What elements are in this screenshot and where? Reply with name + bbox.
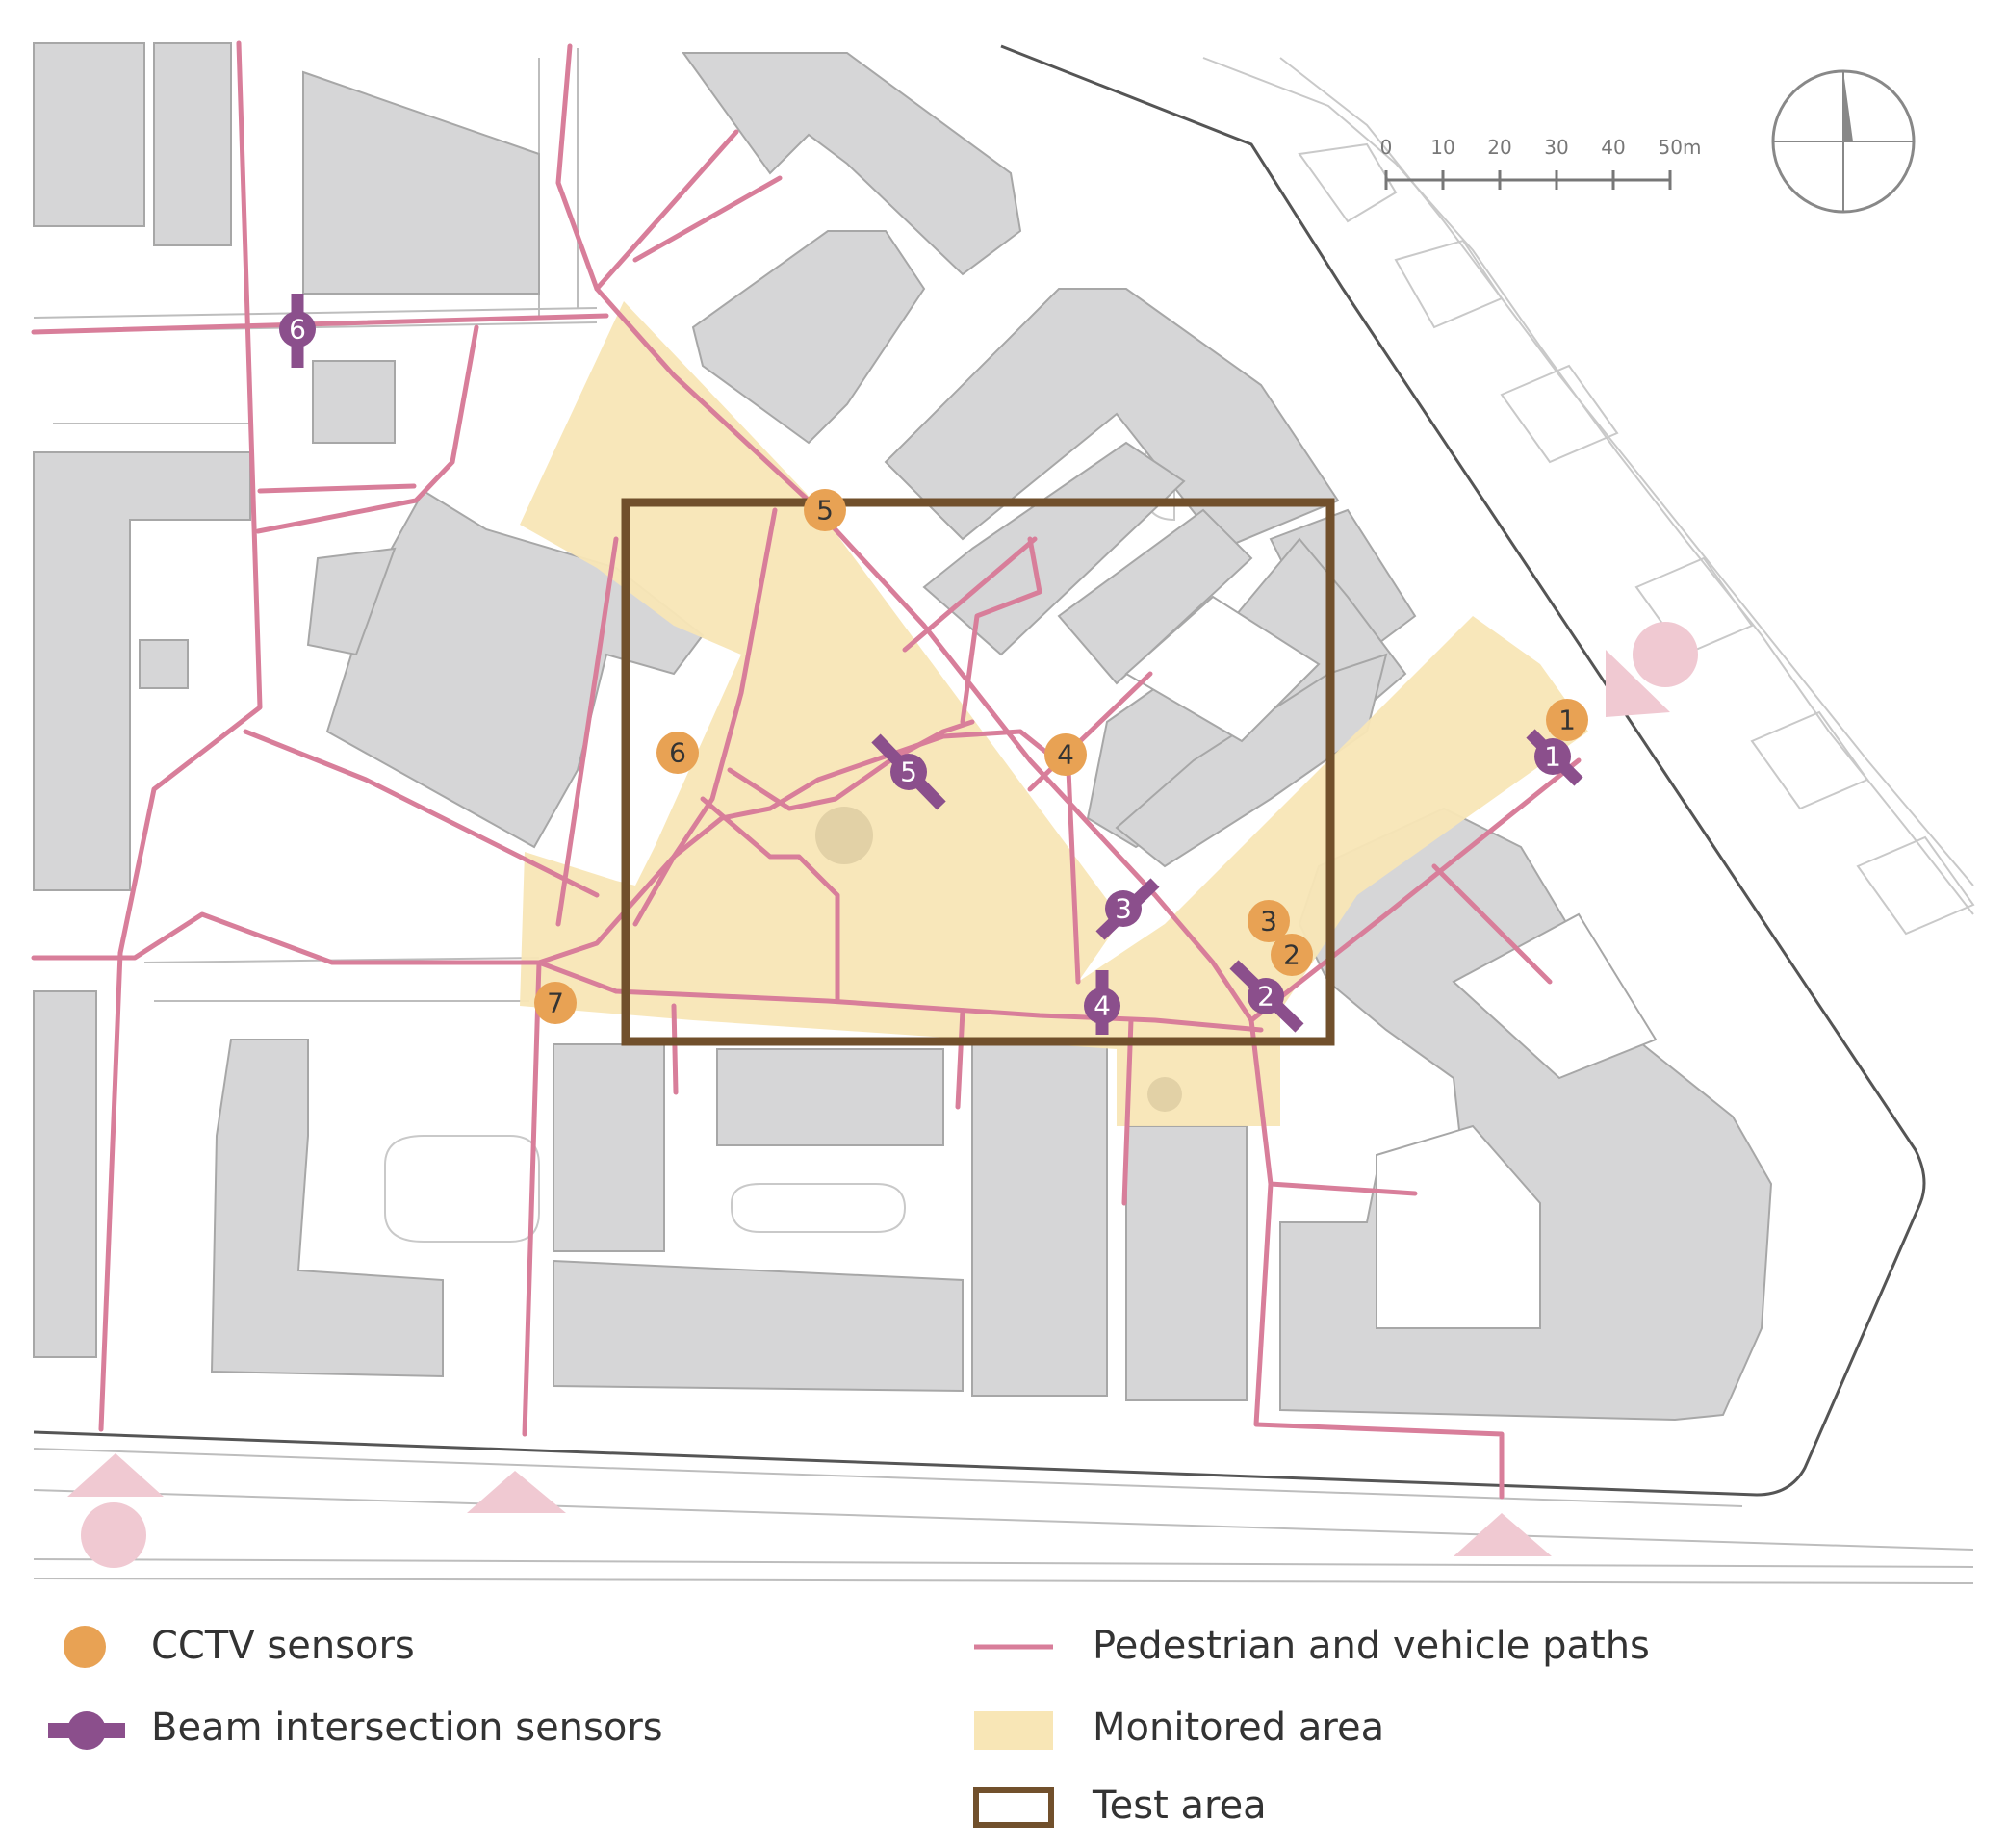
scale-tick-label: 20 bbox=[1487, 136, 1511, 159]
pedestrian-vehicle-paths bbox=[31, 40, 1582, 1500]
scale-tick-label: 30 bbox=[1544, 136, 1568, 159]
cctv-sensor-number: 1 bbox=[1558, 705, 1576, 736]
cctv-sensor[interactable]: 2 bbox=[1271, 934, 1313, 976]
cctv-sensor-legend-icon bbox=[64, 1626, 106, 1668]
beam-sensors: 1 2 3 4 5 6 bbox=[279, 294, 1583, 1035]
cctv-sensor-number: 2 bbox=[1283, 939, 1300, 971]
cctv-sensors: 1 2 3 4 5 6 7 bbox=[534, 489, 1588, 1024]
base-map bbox=[33, 44, 1975, 1584]
cctv-sensor[interactable]: 6 bbox=[656, 732, 699, 774]
legend-paths-label: Pedestrian and vehicle paths bbox=[1093, 1624, 1650, 1668]
monitored-area-legend-icon bbox=[974, 1711, 1053, 1750]
scale-tick-label: 0 bbox=[1380, 136, 1393, 159]
legend-test-label: Test area bbox=[1093, 1784, 1267, 1828]
cctv-sensor-number: 5 bbox=[816, 495, 834, 526]
test-area-rectangle bbox=[621, 498, 1335, 1046]
path-legend-icon bbox=[974, 1644, 1053, 1650]
triangle-marker-icon bbox=[1606, 650, 1670, 717]
cctv-sensor-number: 6 bbox=[669, 737, 686, 769]
monitored-area bbox=[520, 301, 1588, 1126]
beam-sensor[interactable]: 2 bbox=[1229, 960, 1304, 1033]
scale-tick-label: 40 bbox=[1601, 136, 1625, 159]
cctv-sensor-number: 3 bbox=[1260, 906, 1277, 937]
scale-tick-label: 50m bbox=[1659, 136, 1702, 159]
beam-sensor[interactable]: 5 bbox=[871, 733, 946, 810]
beam-sensor-number: 2 bbox=[1257, 981, 1274, 1013]
beam-sensor-number: 4 bbox=[1094, 990, 1111, 1022]
test-area-legend-icon bbox=[973, 1787, 1054, 1828]
cctv-sensor[interactable]: 7 bbox=[534, 982, 577, 1024]
north-arrow-icon bbox=[1771, 69, 1916, 214]
cctv-sensor[interactable]: 5 bbox=[804, 489, 846, 531]
triangle-marker-icon bbox=[1454, 1513, 1552, 1556]
cctv-sensor[interactable]: 1 bbox=[1546, 699, 1588, 741]
circle-marker-icon bbox=[81, 1502, 146, 1568]
legend-monitored-label: Monitored area bbox=[1093, 1706, 1385, 1750]
beam-sensor[interactable]: 1 bbox=[1526, 729, 1583, 786]
scale-bar: 0 10 20 30 40 50m bbox=[1380, 136, 1702, 190]
beam-sensor-legend-icon bbox=[48, 1711, 125, 1750]
buildings bbox=[33, 42, 1773, 1422]
cctv-sensor-number: 4 bbox=[1057, 739, 1074, 771]
beam-sensor[interactable]: 3 bbox=[1095, 878, 1160, 940]
beam-sensor[interactable]: 4 bbox=[1084, 970, 1120, 1035]
beam-sensor-number: 6 bbox=[289, 314, 306, 346]
triangle-marker-icon bbox=[467, 1471, 566, 1513]
beam-sensor[interactable]: 6 bbox=[279, 294, 316, 368]
circle-marker-icon bbox=[1633, 622, 1698, 687]
scale-tick-label: 10 bbox=[1430, 136, 1454, 159]
cctv-sensor[interactable]: 4 bbox=[1044, 733, 1087, 776]
beam-sensor-number: 1 bbox=[1544, 741, 1561, 773]
legend-cctv-label: CCTV sensors bbox=[151, 1624, 415, 1668]
beam-sensor-number: 3 bbox=[1115, 893, 1132, 925]
cctv-sensor-number: 7 bbox=[547, 988, 564, 1019]
triangle-marker-icon bbox=[67, 1453, 164, 1497]
beam-sensor-number: 5 bbox=[900, 757, 917, 788]
legend-beam-label: Beam intersection sensors bbox=[151, 1706, 663, 1750]
entry-markers bbox=[67, 622, 1698, 1568]
cctv-sensor[interactable]: 3 bbox=[1248, 900, 1290, 942]
